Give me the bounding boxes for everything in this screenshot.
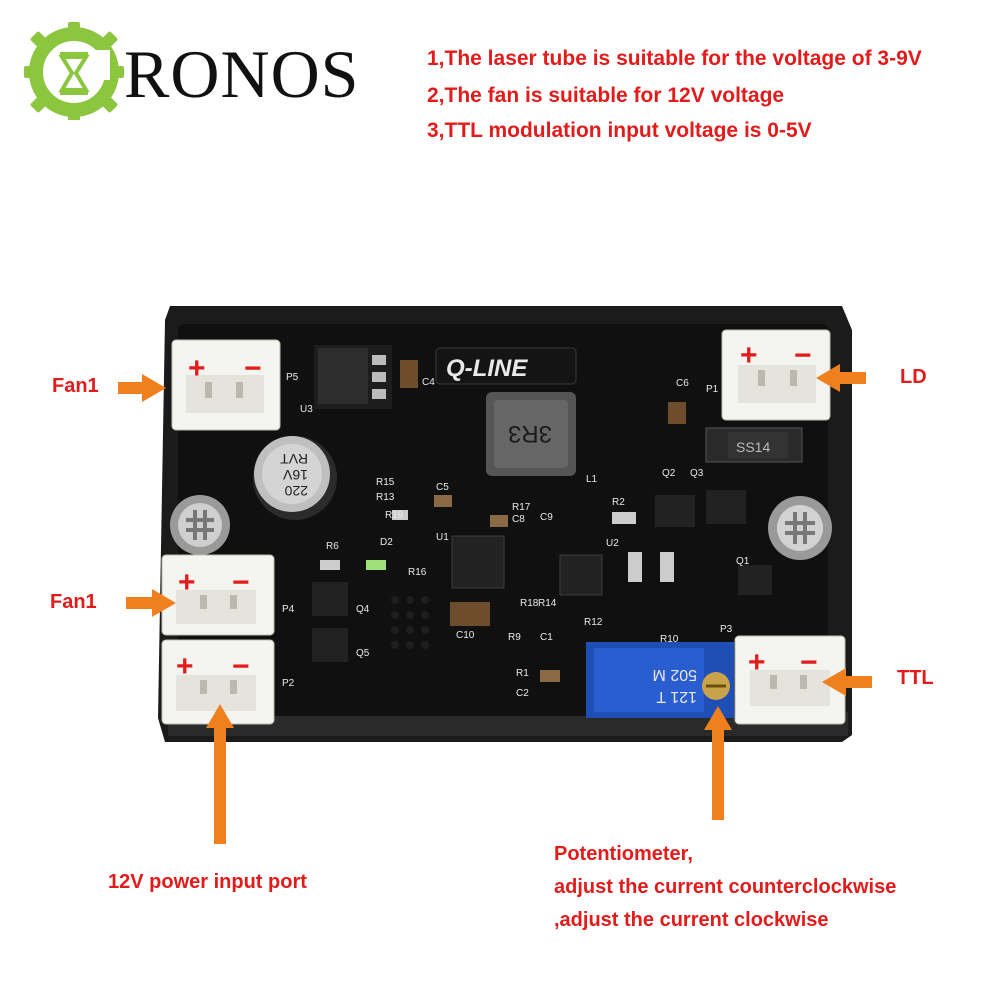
silkscreen-label: C8 [512,514,525,525]
label-ld: LD [900,366,927,388]
label-fan1-mid: Fan1 [50,591,97,613]
pot-code-2: 502 M [653,666,697,683]
silkscreen-label: P2 [282,678,295,689]
label-fan1-top: Fan1 [52,375,99,397]
arrow-fan1-top [118,374,166,402]
arrow-potentiometer [704,706,732,820]
label-ttl: TTL [897,667,934,689]
capacitor-220uf: 220 16V RVT [253,436,337,520]
silkscreen-label: C10 [456,630,475,641]
silkscreen-label: P3 [720,624,733,635]
silkscreen-label: R14 [538,598,557,609]
brand-name: RONOS [124,36,360,112]
inductor-l1: 3R3 [486,392,576,476]
silkscreen-label: C4 [422,377,435,388]
pot-code-1: 121 T [656,688,697,705]
label-power-input: 12V power input port [108,871,307,893]
polarity-minus: − [800,646,818,679]
silkscreen-label: C1 [540,632,553,643]
silkscreen-label: C6 [676,378,689,389]
screw-right [768,496,832,560]
polarity-plus: + [176,650,194,683]
silkscreen-label: P1 [706,384,719,395]
silkscreen-label: R6 [326,541,339,552]
silkscreen-label: Q4 [356,604,370,615]
silkscreen-label: Q2 [662,468,676,479]
polarity-plus: + [188,352,206,385]
silkscreen-label: U1 [436,532,449,543]
gear-hourglass-icon [24,22,124,120]
polarity-plus: + [740,339,758,372]
capacitor-value: 220 [284,483,308,499]
q-line-text: Q-LINE [446,355,528,382]
polarity-plus: + [748,646,766,679]
arrow-power [206,704,234,844]
silkscreen-label: R2 [612,497,625,508]
silkscreen-label: R10 [660,634,679,645]
silkscreen-label: R13 [376,492,395,503]
polarity-plus: + [178,566,196,599]
diode-ss14: SS14 [705,427,803,463]
polarity-minus: − [232,566,250,599]
note-ttl-voltage: 3,TTL modulation input voltage is 0-5V [427,119,812,142]
silkscreen-label: R15 [376,477,395,488]
silkscreen-label: R17 [512,502,531,513]
connector-p4 [161,554,275,636]
connector-p3 [734,635,846,725]
silkscreen-label: U2 [606,538,619,549]
silkscreen-label: D2 [380,537,393,548]
silkscreen-label: L1 [586,474,598,485]
silkscreen-label: R19 [385,510,404,521]
silkscreen-label: R9 [508,632,521,643]
silkscreen-label: C9 [540,512,553,523]
label-potentiometer-title: Potentiometer, [554,843,693,865]
note-fan-voltage: 2,The fan is suitable for 12V voltage [427,84,785,107]
silkscreen-label: P5 [286,372,299,383]
silkscreen-label: U3 [300,404,313,415]
screw-left [170,495,230,555]
connector-p1 [721,329,831,421]
arrow-ld [816,364,866,392]
connector-p2 [161,639,275,725]
label-potentiometer-cw: ,adjust the current clockwise [554,909,829,931]
silkscreen-label: C5 [436,482,449,493]
silkscreen-label: R12 [584,617,603,628]
arrow-ttl [822,668,872,696]
silkscreen-label: P4 [282,604,295,615]
capacitor-brand: RVT [280,451,308,467]
polarity-minus: − [232,650,250,683]
inductor-code: 3R3 [508,420,552,447]
diode-code: SS14 [736,439,770,455]
potentiometer: 121 T 502 M [586,642,734,718]
silkscreen-label: C2 [516,688,529,699]
polarity-minus: − [794,339,812,372]
silkscreen-label: Q1 [736,556,750,567]
note-laser-voltage: 1,The laser tube is suitable for the vol… [427,47,922,70]
q-line-logo: Q-LINE [435,347,577,385]
silkscreen-label: R16 [408,567,427,578]
capacitor-voltage: 16V [282,467,308,483]
brand-logo: RONOS [24,18,384,128]
silkscreen-label: Q3 [690,468,704,479]
polarity-minus: − [244,352,262,385]
silkscreen-label: R1 [516,668,529,679]
silkscreen-label: Q5 [356,648,370,659]
connector-p5 [171,339,281,431]
arrow-fan1-mid [126,589,176,617]
silkscreen-label: R18 [520,598,539,609]
label-potentiometer-ccw: adjust the current counterclockwise [554,876,897,898]
